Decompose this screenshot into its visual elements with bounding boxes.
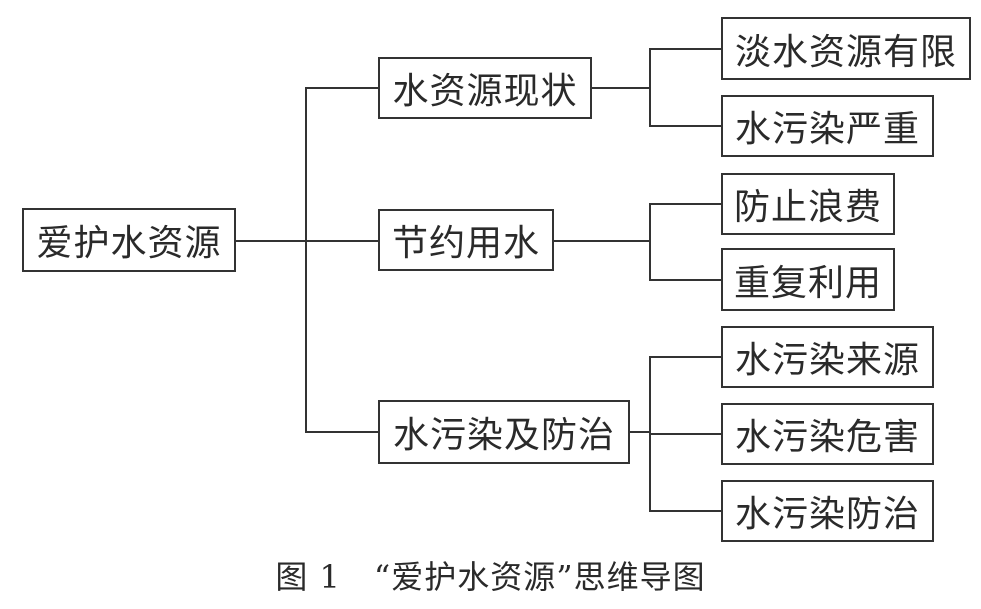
connector (554, 240, 650, 242)
connector (305, 240, 378, 242)
connector (236, 240, 306, 242)
connector (649, 433, 721, 435)
connector (649, 48, 651, 126)
root-node: 爱护水资源 (22, 208, 236, 272)
branch-node-pollution-control: 水污染及防治 (378, 400, 630, 464)
leaf-node-reuse: 重复利用 (721, 248, 895, 311)
connector (649, 125, 721, 127)
connector (630, 431, 650, 433)
figure-caption: 图 1 “爱护水资源”思维导图 (275, 558, 706, 596)
connector (649, 356, 721, 358)
connector (305, 87, 307, 433)
connector (649, 203, 651, 280)
branch-node-water-status: 水资源现状 (378, 57, 592, 119)
connector (305, 87, 378, 89)
branch-node-save-water: 节约用水 (378, 209, 554, 271)
connector (649, 203, 721, 205)
connector (649, 279, 721, 281)
leaf-node-pollution-prevention: 水污染防治 (721, 480, 934, 542)
leaf-node-pollution-harm: 水污染危害 (721, 403, 934, 465)
connector (592, 87, 650, 89)
leaf-node-pollution-serious: 水污染严重 (721, 95, 934, 157)
leaf-node-prevent-waste: 防止浪费 (721, 173, 895, 235)
leaf-node-freshwater-limited: 淡水资源有限 (721, 17, 971, 80)
leaf-node-pollution-source: 水污染来源 (721, 326, 934, 388)
connector (649, 48, 721, 50)
connector (649, 510, 721, 512)
connector (305, 431, 378, 433)
